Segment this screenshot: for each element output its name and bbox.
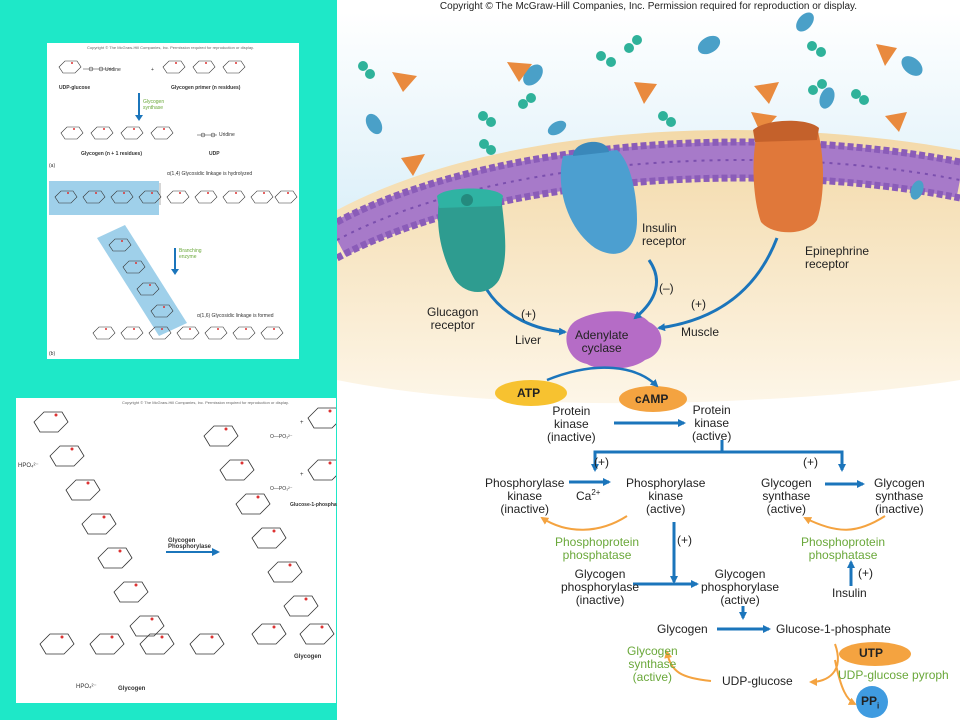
glycogen-n1-label: Glycogen (n + 1 residues): [81, 151, 142, 157]
po3-label-1: O—PO₃²⁻: [270, 434, 293, 440]
glycogen-phosphorylase-enzyme-label: Glycogen Phosphorylase: [168, 538, 212, 550]
label-a: (a): [49, 163, 56, 169]
hpo4-bottom-label: HPO₄²⁻: [76, 684, 97, 690]
hpo4-top-label: HPO₄²⁻: [18, 463, 39, 469]
adenylate-cyclase-label: Adenylate cyclase: [575, 328, 629, 355]
glycogen-synthase-active-label: Glycogen synthase (active): [761, 476, 812, 516]
panel-a-copyright: Copyright © The McGraw-Hill Companies, I…: [87, 45, 254, 50]
insulin-label: Insulin: [832, 586, 867, 600]
muscle-label: Muscle: [681, 325, 720, 339]
label-b: (b): [49, 351, 56, 357]
glycogen-phosphorylase-active-label: Glycogen phosphorylase (active): [701, 567, 780, 607]
udp-glucose-pyrophosphorylase-label: UDP-glucose pyroph: [838, 668, 949, 682]
uridine-label-2: Uridine: [219, 132, 235, 138]
udp-glucose-label: UDP-glucose: [722, 674, 793, 688]
glycogen-synthase-active-green-label: Glycogen synthase (active): [627, 644, 678, 684]
po3-label-2: O—PO₃²⁻: [270, 486, 293, 492]
plus-sign-1: +: [300, 420, 304, 426]
utp-label: UTP: [859, 646, 883, 660]
phosphorylase-kinase-inactive-label: Phosphorylase kinase (inactive): [485, 476, 565, 516]
plus-label-liver: (+): [521, 307, 536, 321]
plus-label-muscle: (+): [691, 297, 706, 311]
uridine-label-1: Uridine: [105, 67, 121, 73]
glycogen-phosphorylase-inactive-label: Glycogen phosphorylase (inactive): [561, 567, 640, 607]
phosphoprotein-phosphatase-left-label: Phosphoprotein phosphatase: [555, 535, 640, 562]
minus-label: (–): [659, 281, 674, 295]
glycogen-right-label: Glycogen: [294, 654, 322, 660]
protein-kinase-active-label: Protein kinase (active): [692, 403, 732, 443]
udp-glucose-label: UDP-glucose: [59, 85, 91, 91]
insulin-receptor-label: Insulin receptor: [642, 221, 687, 248]
glycogen-phosphorylase-figure: [33, 407, 336, 655]
plus-label-phk: (+): [594, 455, 609, 469]
plus-label-gp: (+): [677, 533, 692, 547]
phosphoprotein-phosphatase-right-label: Phosphoprotein phosphatase: [801, 535, 886, 562]
liver-label: Liver: [515, 333, 542, 347]
glucagon-receptor-label: Glucagon receptor: [427, 305, 479, 332]
glycogen-synthesis-figure: [49, 60, 298, 340]
plus-sign-2: +: [300, 472, 304, 478]
epinephrine-receptor-label: Epinephrine receptor: [805, 244, 870, 271]
hydrolyzed-label: α(1,4) Glycosidic linkage is hydrolyzed: [167, 171, 253, 177]
glycogen-left-label: Glycogen: [118, 686, 146, 692]
glucose-1-phosphate-label: Glucose-1-phosphate: [290, 502, 342, 508]
protein-kinase-inactive-label: Protein kinase (inactive): [547, 404, 596, 444]
formed-label: α(1,6) Glycosidic linkage is formed: [197, 313, 274, 319]
panel-b-copyright: Copyright © The McGraw-Hill Companies, I…: [122, 400, 289, 405]
ppi-label: PPi: [861, 694, 880, 711]
main-copyright: Copyright © The McGraw-Hill Companies, I…: [439, 1, 858, 12]
regulation-figure: [337, 12, 960, 718]
plus-sign: +: [151, 67, 154, 73]
phosphorylase-kinase-active-label: Phosphorylase kinase (active): [626, 476, 706, 516]
glycogen-synthase-inactive-label: Glycogen synthase (inactive): [874, 476, 925, 516]
atp-label: ATP: [517, 386, 541, 400]
glycogen-regulation-diagram: Copyright © The McGraw-Hill Companies, I…: [337, 0, 960, 720]
glucose-1-phosphate-label: Glucose-1-phosphate: [776, 622, 891, 636]
plus-label-gs: (+): [803, 455, 818, 469]
udp-label: UDP: [209, 151, 220, 157]
glycogen-primer-label: Glycogen primer (n residues): [171, 85, 241, 91]
camp-label: cAMP: [635, 392, 669, 406]
glycogen-phosphorylase-panel: Copyright © The McGraw-Hill Companies, I…: [16, 398, 341, 703]
calcium-label: Ca2+: [576, 488, 601, 503]
glycogen-synthase-label: Glycogen synthase: [143, 99, 165, 111]
branching-enzyme-label: Branching enzyme: [179, 248, 202, 260]
plus-label-insulin: (+): [858, 566, 873, 580]
glycogen-synthesis-panel: Copyright © The McGraw-Hill Companies, I…: [47, 43, 299, 359]
glycogen-label: Glycogen: [657, 622, 708, 636]
